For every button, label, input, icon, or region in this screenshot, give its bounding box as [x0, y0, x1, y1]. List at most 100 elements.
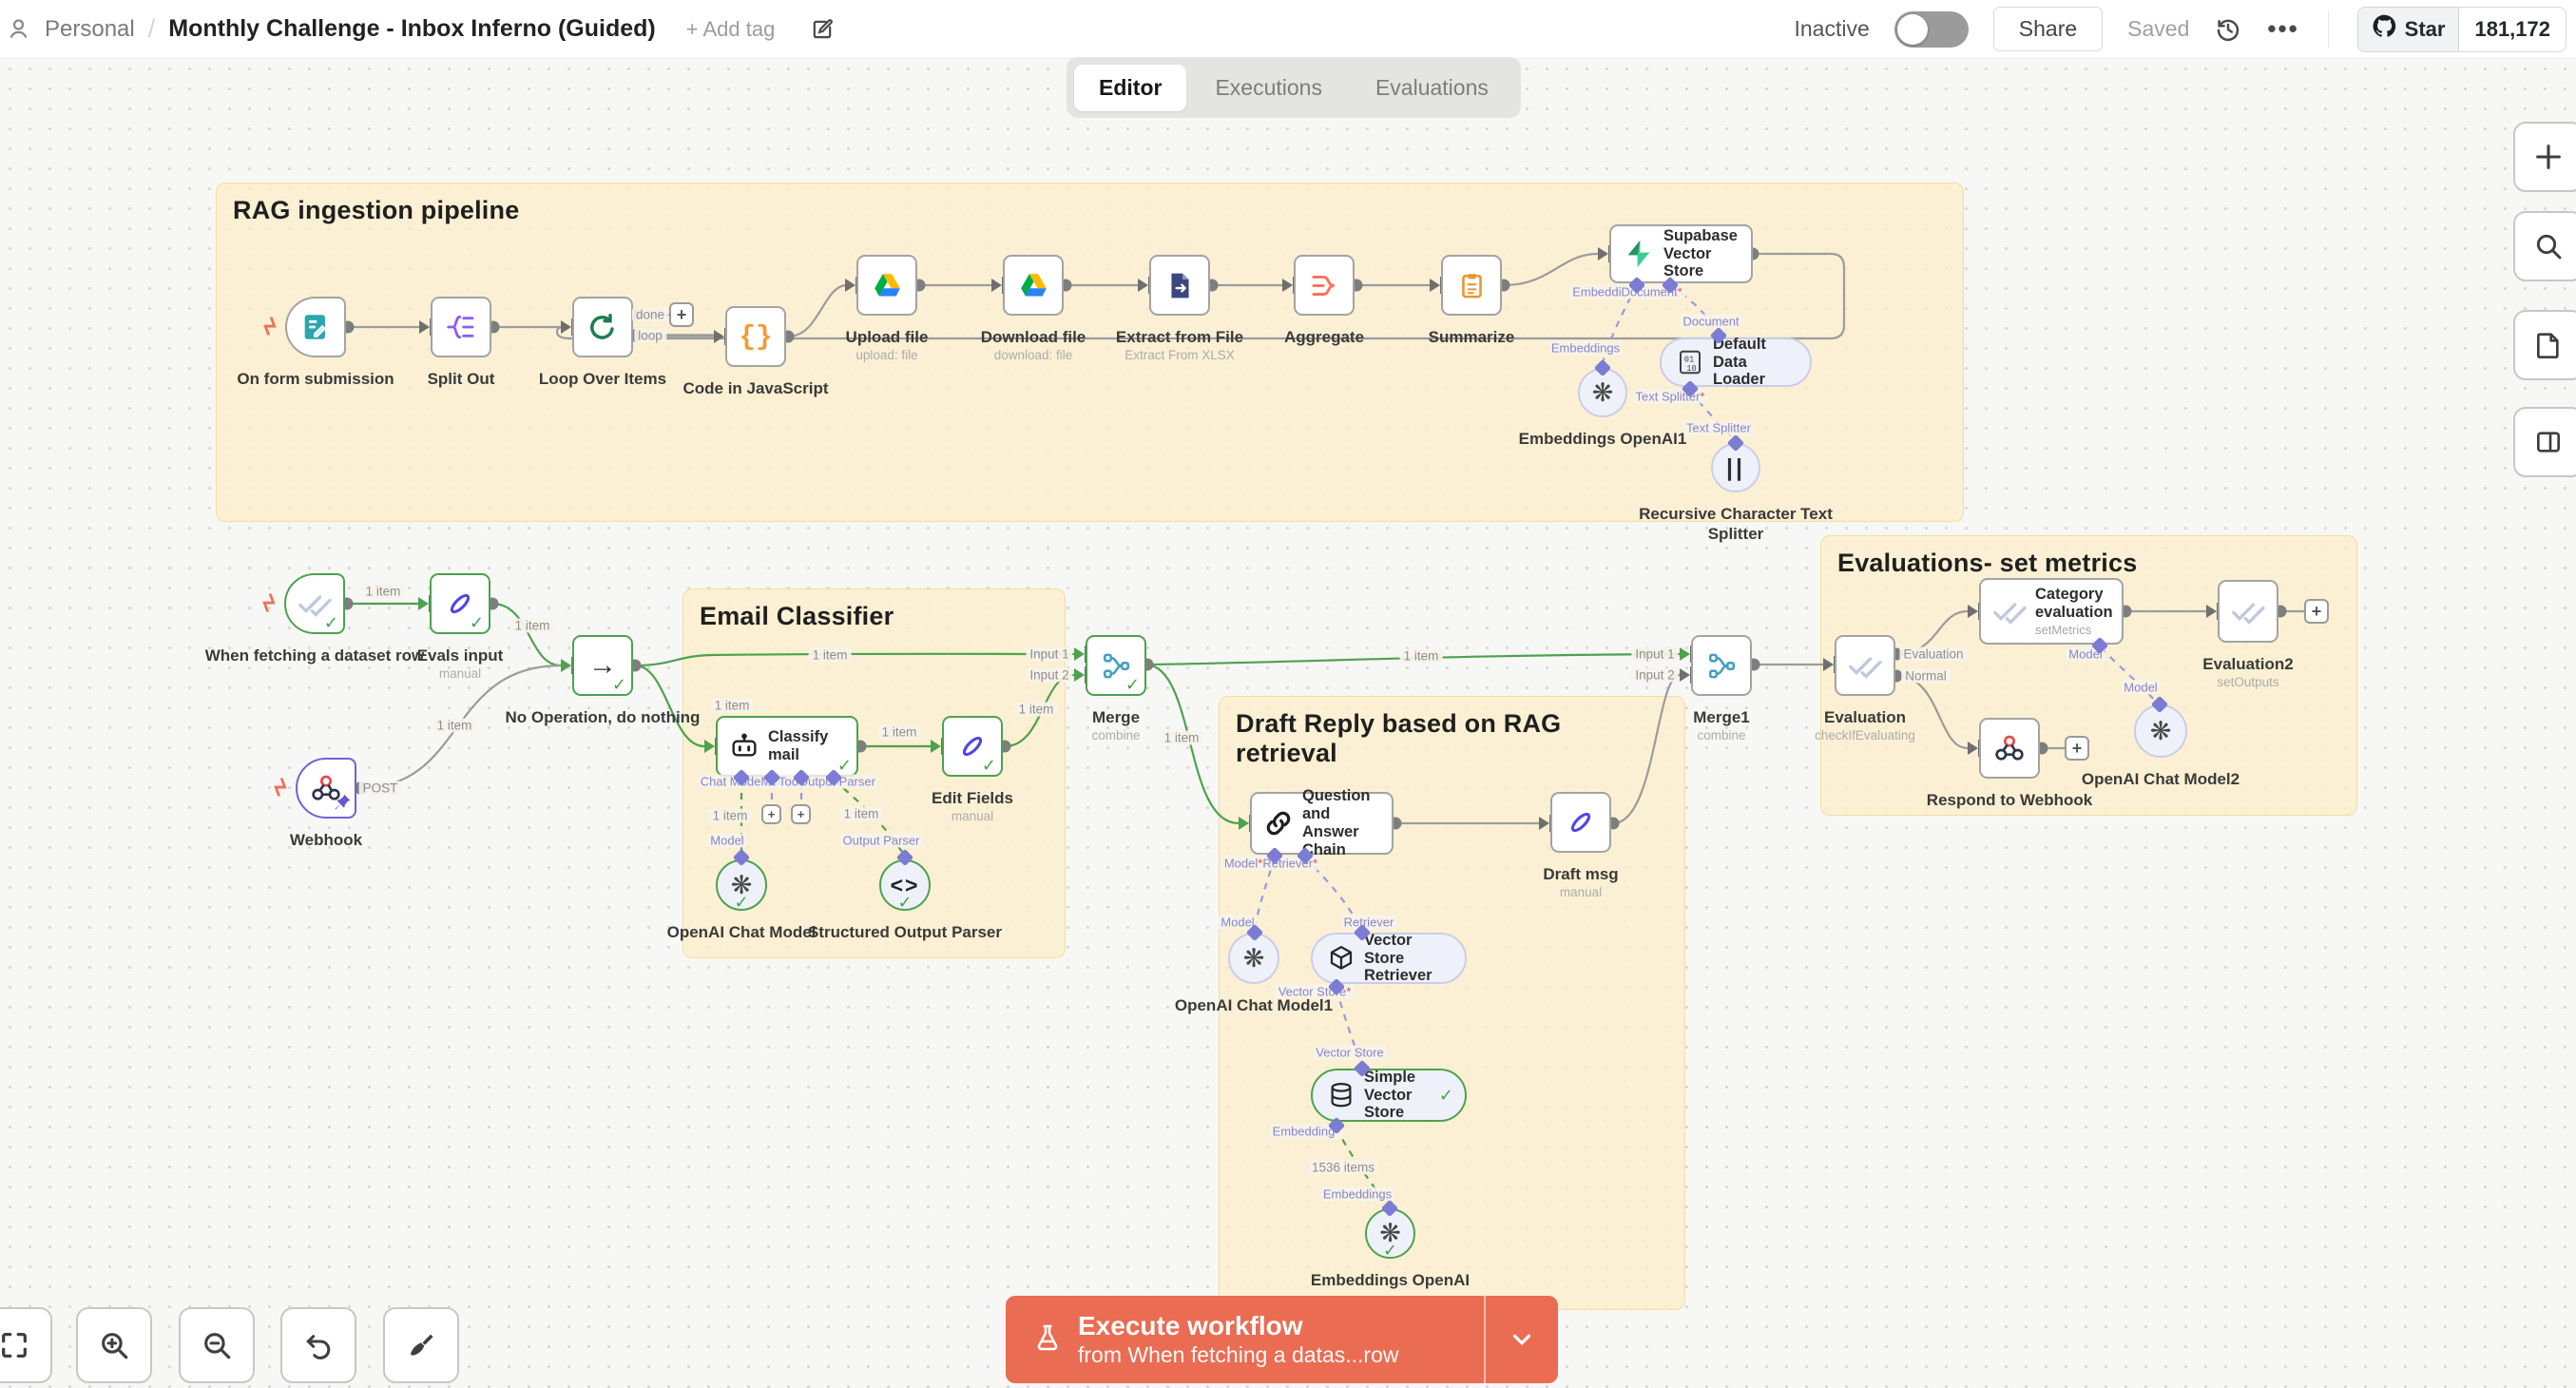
classify-mail-node[interactable]: Classify mail✓: [716, 716, 858, 777]
add-connected-node-button[interactable]: +: [2065, 736, 2089, 761]
loop-over-items-node[interactable]: [572, 297, 633, 357]
no-operation-node[interactable]: →✓: [572, 635, 633, 696]
tab-evaluations[interactable]: Evaluations: [1375, 74, 1489, 100]
db-icon: [1327, 1081, 1355, 1109]
share-button[interactable]: Share: [1992, 7, 2104, 51]
question-and-answer-chain-node[interactable]: Question and Answer Chain: [1250, 787, 1394, 858]
question-and-answer-chain-label: Question and Answer Chain: [1302, 787, 1371, 858]
openai-icon: ❋: [1591, 377, 1614, 407]
split-out-node[interactable]: [431, 297, 491, 357]
add-node-button[interactable]: [2513, 122, 2576, 192]
tab-editor[interactable]: Editor: [1074, 64, 1187, 111]
add-connected-node-button[interactable]: +: [791, 804, 811, 824]
edit-fields-node[interactable]: ✓: [942, 716, 1003, 777]
vector-store-retriever-node[interactable]: Vector Store Retriever: [1311, 931, 1467, 985]
edit-note-icon[interactable]: [809, 16, 836, 43]
port-label: Model: [1218, 915, 1258, 930]
evaluation-node[interactable]: [1835, 635, 1895, 696]
extract-icon: [1165, 271, 1195, 300]
drive-icon: [872, 270, 903, 301]
supabase-vector-store-node[interactable]: Supabase Vector Store: [1609, 224, 1753, 283]
merge-icon: [1707, 651, 1737, 681]
active-toggle[interactable]: [1894, 10, 1969, 48]
evals-input-node[interactable]: ✓: [430, 573, 490, 634]
history-icon[interactable]: [2214, 15, 2242, 44]
arrow-icon: →: [588, 649, 617, 681]
embeddings-openai1-node[interactable]: ❋: [1578, 368, 1627, 417]
vector-store-retriever-label: Vector Store Retriever: [1364, 931, 1432, 985]
pen-icon: [958, 732, 987, 761]
connection-label: Input 1: [1631, 646, 1679, 662]
breadcrumb: Personal / Monthly Challenge - Inbox Inf…: [6, 14, 836, 44]
simple-vector-store-node[interactable]: Simple Vector Store✓: [1311, 1069, 1467, 1122]
structured-output-parser-node[interactable]: <>✓: [879, 859, 931, 911]
on-form-submission-node[interactable]: ϟ: [263, 297, 346, 357]
add-connected-node-button[interactable]: +: [669, 302, 694, 327]
zoom-to-fit-button[interactable]: [0, 1307, 52, 1383]
tidy-up-button[interactable]: [383, 1307, 459, 1383]
openai-chat-model2-node[interactable]: ❋: [2134, 704, 2187, 758]
when-fetching-a-dataset-row-node[interactable]: ✓ϟ: [262, 573, 345, 634]
github-star-widget[interactable]: Star 181,172: [2356, 6, 2566, 52]
search-button[interactable]: [2513, 211, 2576, 281]
openai-chat-model-node[interactable]: ❋✓: [716, 859, 767, 911]
zoom-out-button[interactable]: [179, 1307, 255, 1383]
success-check-icon: ✓: [836, 756, 852, 775]
loop-over-items-label: Loop Over Items: [538, 370, 667, 388]
breadcrumb-separator: /: [147, 14, 156, 43]
toggle-panel-button[interactable]: [2513, 407, 2576, 477]
summarize-node[interactable]: [1441, 255, 1502, 316]
edit-fields-subtitle: manual: [951, 809, 994, 824]
chain-icon: [1263, 808, 1294, 839]
structured-output-parser-label: Structured Output Parser: [807, 923, 1003, 941]
dblcheck-icon: [298, 588, 332, 620]
github-icon: [2372, 13, 2397, 45]
success-check-icon: ✓: [1382, 1241, 1398, 1260]
port-label: Text Splitter*: [1632, 389, 1708, 404]
upload-file-node[interactable]: [856, 255, 917, 316]
connection-label: POST: [358, 781, 402, 796]
embeddings-openai-node[interactable]: ❋✓: [1365, 1208, 1415, 1259]
connection-label: 1536 items: [1307, 1160, 1379, 1175]
code-in-javascript-node[interactable]: {}: [725, 306, 786, 367]
simple-vector-store-label: Simple Vector Store: [1364, 1068, 1416, 1122]
extract-from-file-node[interactable]: [1149, 255, 1210, 316]
evaluation2-node[interactable]: [2218, 580, 2278, 643]
add-tag-button[interactable]: + Add tag: [685, 16, 776, 41]
flask-icon: [1032, 1322, 1063, 1358]
webhook-icon: [311, 773, 341, 803]
merge1-node[interactable]: [1691, 635, 1752, 696]
evaluation2-subtitle: setOutputs: [2217, 675, 2279, 690]
email-classifier-group[interactable]: Email Classifier: [682, 588, 1066, 958]
undo-button[interactable]: [280, 1307, 356, 1383]
workspace-name[interactable]: Personal: [45, 15, 135, 42]
workflow-title[interactable]: Monthly Challenge - Inbox Inferno (Guide…: [168, 15, 656, 42]
port-label: Vector Store: [1313, 1045, 1387, 1060]
port-label: Embeddings: [1548, 340, 1624, 356]
webhook-node[interactable]: ϟ: [274, 758, 356, 819]
execute-workflow-button[interactable]: Execute workflow from When fetching a da…: [1006, 1296, 1484, 1383]
aggregate-node[interactable]: [1294, 255, 1355, 316]
draft-msg-node[interactable]: [1550, 792, 1611, 853]
download-file-node[interactable]: [1003, 255, 1064, 316]
add-connected-node-button[interactable]: +: [761, 804, 781, 824]
execute-options-chevron[interactable]: [1486, 1296, 1558, 1383]
respond-to-webhook-node[interactable]: [1979, 718, 2040, 779]
zoom-in-button[interactable]: [76, 1307, 152, 1383]
merge-node[interactable]: ✓: [1086, 635, 1146, 696]
more-menu-icon[interactable]: •••: [2267, 14, 2299, 43]
embeddings-openai1-label: Embeddings OpenAI1: [1518, 430, 1687, 448]
sticky-note-button[interactable]: [2513, 310, 2576, 380]
add-connected-node-button[interactable]: +: [2304, 599, 2329, 624]
tab-executions[interactable]: Executions: [1215, 74, 1322, 100]
